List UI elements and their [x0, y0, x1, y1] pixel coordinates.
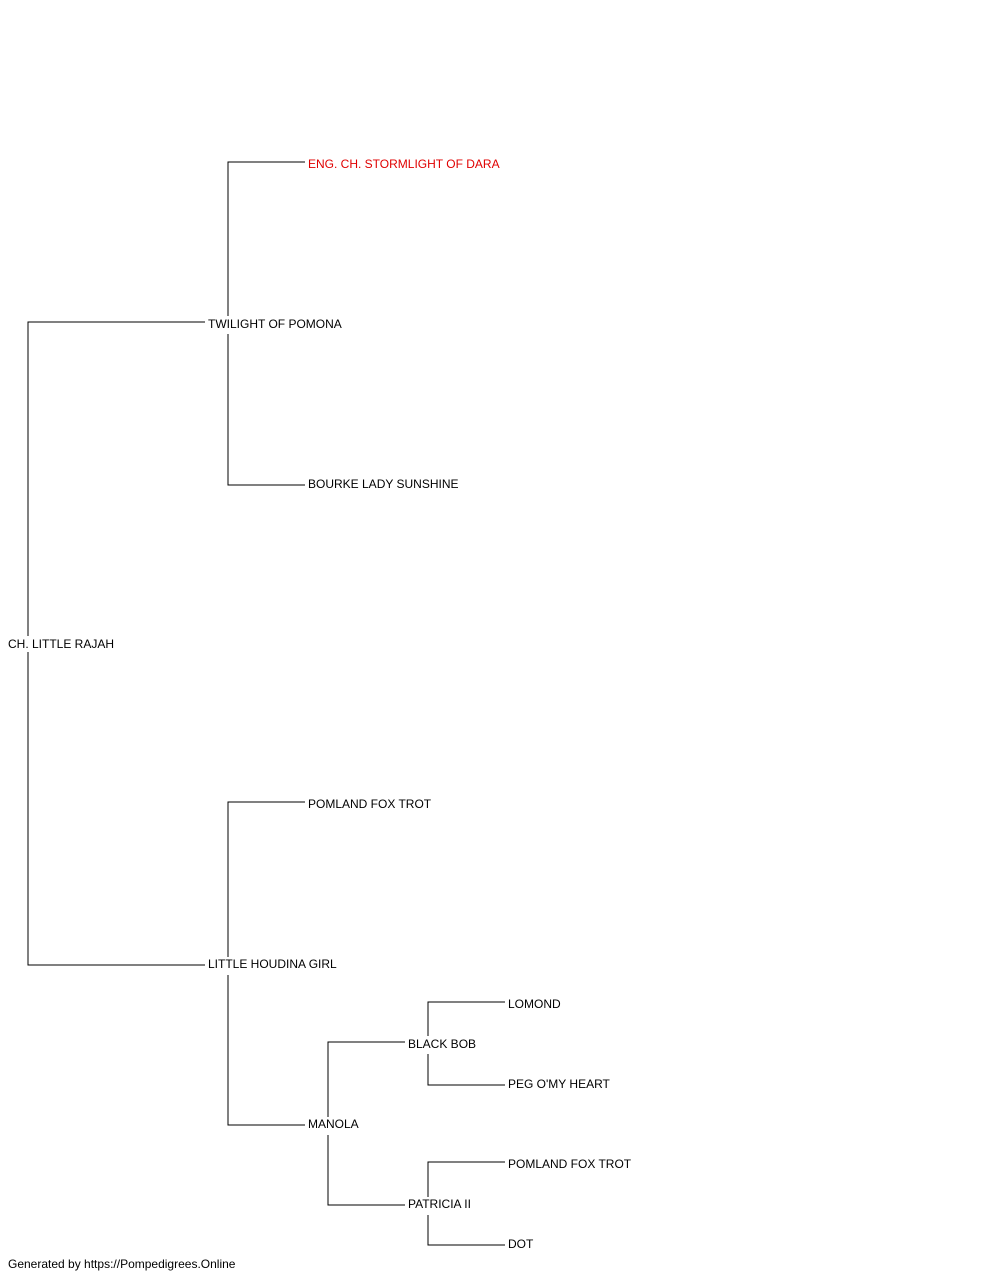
edge-patricia-to-fox-trot [427, 1161, 505, 1197]
node-dam-dam[interactable]: MANOLA [308, 1117, 359, 1131]
node-dam-dam-sire-dam[interactable]: PEG O'MY HEART [508, 1077, 611, 1091]
node-dam-dam-dam[interactable]: PATRICIA II [408, 1197, 471, 1211]
node-sire-dam[interactable]: BOURKE LADY SUNSHINE [308, 477, 459, 491]
edge-patricia-to-dot [427, 1215, 505, 1246]
node-dam-dam-dam-dam[interactable]: DOT [508, 1237, 534, 1251]
pedigree-connectors [27, 161, 505, 1246]
edge-black-bob-to-lomond [427, 1001, 505, 1036]
node-dam-sire[interactable]: POMLAND FOX TROT [308, 797, 432, 811]
node-subject[interactable]: CH. LITTLE RAJAH [8, 637, 114, 651]
node-dam-dam-sire[interactable]: BLACK BOB [408, 1037, 476, 1051]
node-dam-dam-sire-sire[interactable]: LOMOND [508, 997, 561, 1011]
generated-by-footer: Generated by https://Pompedigrees.Online [8, 1257, 236, 1271]
pedigree-labels: CH. LITTLE RAJAH TWILIGHT OF POMONA ENG.… [8, 157, 632, 1251]
edge-dam-to-dam-dam [227, 975, 305, 1126]
node-dam[interactable]: LITTLE HOUDINA GIRL [208, 957, 337, 971]
edge-black-bob-to-peg [427, 1054, 505, 1086]
edge-root-to-dam [27, 652, 205, 966]
node-sire-sire[interactable]: ENG. CH. STORMLIGHT OF DARA [308, 157, 500, 171]
edge-root-to-sire [27, 321, 205, 636]
node-sire[interactable]: TWILIGHT OF POMONA [208, 317, 342, 331]
node-dam-dam-dam-sire[interactable]: POMLAND FOX TROT [508, 1157, 632, 1171]
edge-manola-to-patricia [327, 1135, 405, 1206]
edge-manola-to-black-bob [327, 1041, 405, 1117]
edge-sire-to-sire-dam [227, 334, 305, 486]
edge-sire-to-sire-sire [227, 161, 305, 316]
edge-dam-to-dam-sire [227, 801, 305, 957]
